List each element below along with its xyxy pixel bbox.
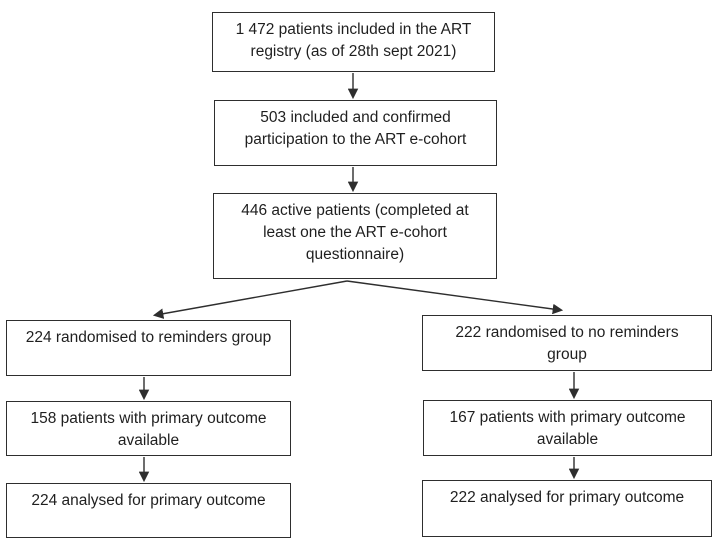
flow-box-reminders-group: 224 randomised to reminders group (6, 320, 291, 376)
flow-box-art-registry: 1 472 patients included in the ART regis… (212, 12, 495, 72)
flow-box-ecohort-participation: 503 included and confirmed participation… (214, 100, 497, 166)
flow-box-active-patients: 446 active patients (completed at least … (213, 193, 497, 279)
flow-box-no-reminders-analysed: 222 analysed for primary outcome (422, 480, 712, 537)
flow-box-no-reminders-primary-outcome: 167 patients with primary outcome availa… (423, 400, 712, 456)
flow-box-reminders-analysed: 224 analysed for primary outcome (6, 483, 291, 538)
arrow-active-to-reminders (152, 280, 348, 319)
arrow-active-to-no-reminders (346, 280, 564, 315)
flow-box-no-reminders-group: 222 randomised to no reminders group (422, 315, 712, 371)
flow-box-reminders-primary-outcome: 158 patients with primary outcome availa… (6, 401, 291, 456)
